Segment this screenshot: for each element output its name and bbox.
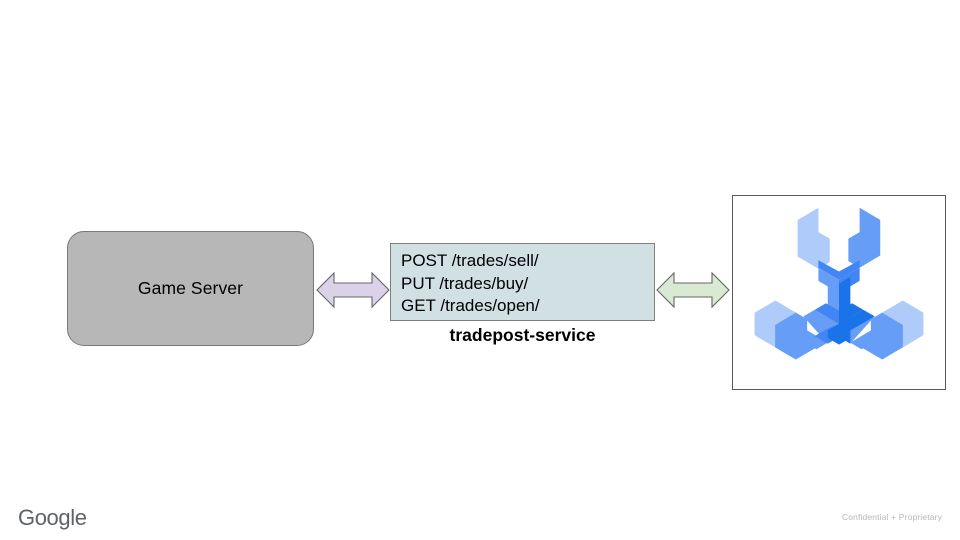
confidential-proprietary-note: Confidential + Proprietary (841, 512, 942, 522)
endpoint-line-get: GET /trades/open/ (401, 296, 540, 315)
node-tradepost-service-caption: tradepost-service (449, 325, 596, 345)
google-logo: Google (18, 505, 96, 531)
google-wordmark-text: Google (18, 505, 87, 530)
node-game-server[interactable]: Game Server (67, 231, 314, 346)
node-game-server-label: Game Server (137, 278, 244, 298)
connector-tradepost-to-tools[interactable] (656, 268, 730, 312)
endpoint-line-post: POST /trades/sell/ (401, 251, 539, 270)
endpoint-line-put: PUT /trades/buy/ (401, 273, 529, 293)
connector-game-server-to-tradepost[interactable] (316, 268, 390, 312)
node-tradepost-service[interactable]: POST /trades/sell/ PUT /trades/buy/ GET … (390, 243, 655, 321)
double-arrow-shape (656, 271, 730, 309)
double-arrow-shape (316, 271, 390, 309)
google-cloud-tools-wrench-icon (754, 207, 924, 360)
node-cloud-tools-icon-frame[interactable] (732, 195, 946, 390)
